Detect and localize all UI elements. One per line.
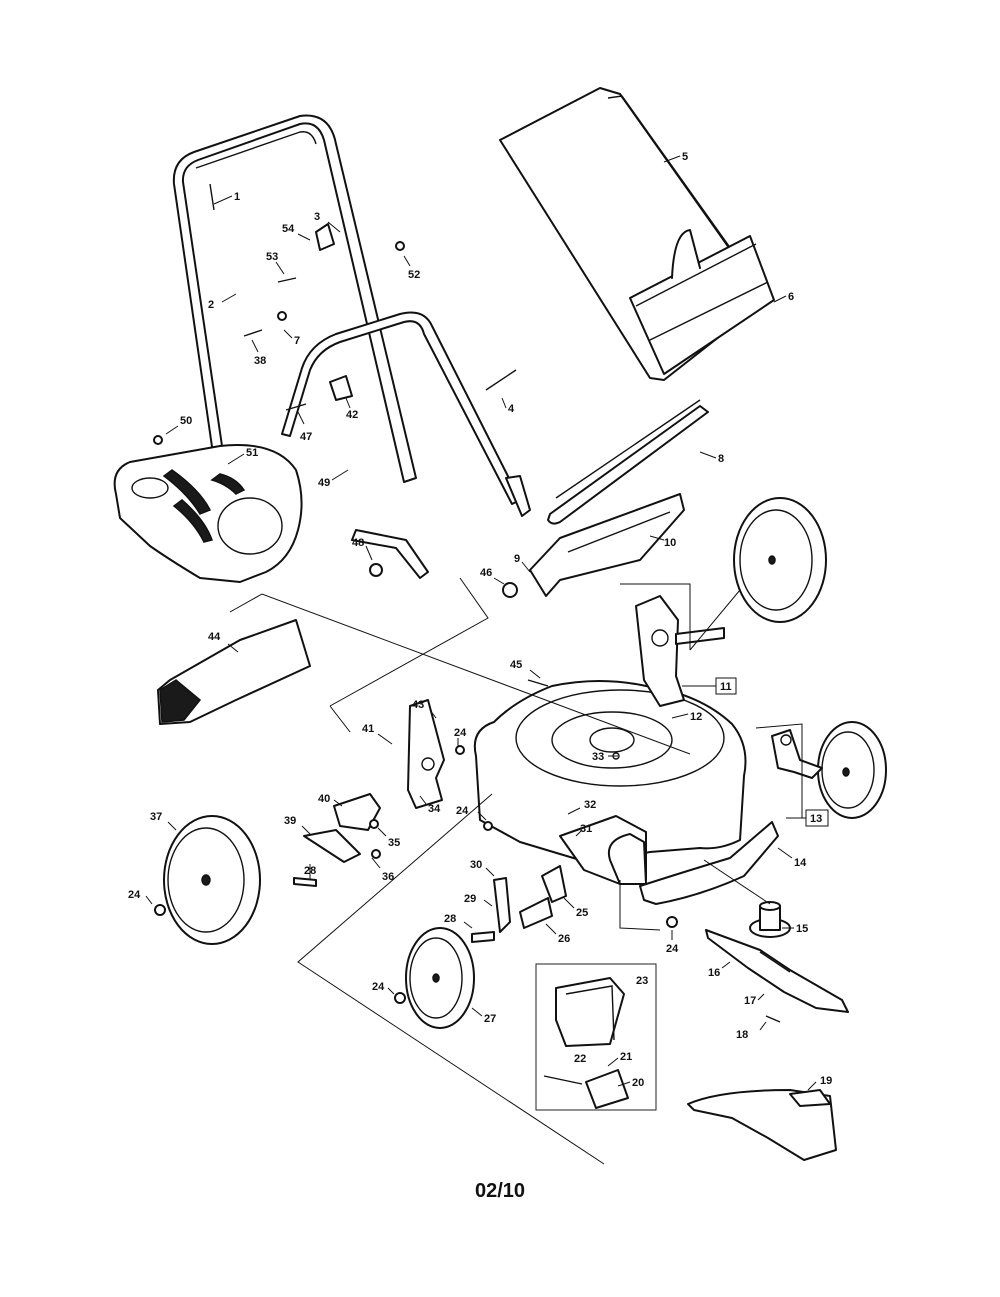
callout-15: 15 <box>796 923 808 935</box>
callout-45: 45 <box>510 659 522 671</box>
height-adjuster-right <box>771 729 823 779</box>
grass-catcher-bag <box>499 87 775 381</box>
callout-46: 46 <box>480 567 492 579</box>
callout-50: 50 <box>180 415 192 427</box>
engine-shroud <box>113 444 303 583</box>
callout-49: 49 <box>318 477 330 489</box>
callout-47: 47 <box>300 431 312 443</box>
callout-4: 4 <box>508 403 515 415</box>
callout-31: 31 <box>580 823 592 835</box>
blade-adapter <box>749 901 791 938</box>
upper-handle <box>172 114 417 503</box>
callout-53: 53 <box>266 251 278 263</box>
diagram-code: 02/10 <box>474 1180 526 1202</box>
callout-33: 33 <box>592 751 604 763</box>
rear-skirt <box>639 821 779 905</box>
height-adjuster-left <box>407 699 445 809</box>
callout-32: 32 <box>584 799 596 811</box>
callout-19: 19 <box>820 1075 832 1087</box>
callout-28-b: 28 <box>444 913 456 925</box>
callout-26: 26 <box>558 933 570 945</box>
wheel-rear-right-lower <box>817 721 887 819</box>
callout-37: 37 <box>150 811 162 823</box>
callout-39: 39 <box>284 815 296 827</box>
callout-52: 52 <box>408 269 420 281</box>
callout-12: 12 <box>690 711 702 723</box>
rear-pivot-31 <box>608 833 647 885</box>
wheel-front-right <box>405 927 475 1029</box>
hardware-fasteners <box>153 223 781 1023</box>
mower-blade <box>705 929 849 1013</box>
callout-30: 30 <box>470 859 482 871</box>
callout-10: 10 <box>664 537 676 549</box>
callout-1: 1 <box>234 191 240 203</box>
callout-38: 38 <box>254 355 266 367</box>
callout-14: 14 <box>794 857 807 869</box>
callout-17: 17 <box>744 995 756 1007</box>
side-discharge-deflector <box>157 619 311 725</box>
callout-11-box <box>715 677 737 695</box>
assembly-lines <box>229 577 803 1165</box>
axle-plate-26 <box>519 897 553 929</box>
callout-24-c: 24 <box>128 889 141 901</box>
callout-20: 20 <box>632 1077 644 1089</box>
callout-29: 29 <box>464 893 476 905</box>
callout-24-b: 24 <box>456 805 469 817</box>
callout-13: 13 <box>810 813 822 825</box>
callout-11: 11 <box>720 681 732 693</box>
callout-48: 48 <box>352 537 364 549</box>
callout-24-d: 24 <box>372 981 385 993</box>
callout-16: 16 <box>708 967 720 979</box>
callout-5: 5 <box>682 151 688 163</box>
callout-40: 40 <box>318 793 330 805</box>
rear-discharge-door <box>529 493 685 597</box>
wheel-rear-right-upper <box>733 497 827 623</box>
callout-36: 36 <box>382 871 394 883</box>
callout-23: 23 <box>636 975 648 987</box>
callout-51: 51 <box>246 447 258 459</box>
wheel-front-left <box>163 815 261 945</box>
callout-9: 9 <box>514 553 520 565</box>
callout-43: 43 <box>412 699 424 711</box>
lower-handle <box>281 311 531 579</box>
callout-7: 7 <box>294 335 300 347</box>
mulching-baffle <box>687 1089 837 1161</box>
callout-24-e: 24 <box>666 943 679 955</box>
callout-42: 42 <box>346 409 358 421</box>
callout-34: 34 <box>428 803 441 815</box>
callout-44: 44 <box>208 631 221 643</box>
callout-24-a: 24 <box>454 727 467 739</box>
adjust-lever-30 <box>493 877 511 933</box>
callout-2: 2 <box>208 299 214 311</box>
callout-28-a: 28 <box>304 865 316 877</box>
hinge-rod <box>547 399 709 525</box>
callout-6: 6 <box>788 291 794 303</box>
axle-bracket-39 <box>303 829 361 863</box>
callout-13-box <box>805 809 829 827</box>
callout-21: 21 <box>620 1051 632 1063</box>
callout-35: 35 <box>388 837 400 849</box>
callout-22: 22 <box>574 1053 586 1065</box>
height-adjuster-rear <box>635 595 725 707</box>
bracket-25 <box>541 865 567 903</box>
callout-labels: 1 2 3 4 5 6 7 8 9 10 11 12 13 14 15 16 1… <box>128 151 832 1091</box>
callout-27: 27 <box>484 1013 496 1025</box>
callout-25: 25 <box>576 907 588 919</box>
callout-8: 8 <box>718 453 724 465</box>
callout-41: 41 <box>362 723 374 735</box>
mulch-kit-inset <box>535 963 657 1111</box>
callout-54: 54 <box>282 223 295 235</box>
callout-3: 3 <box>314 211 320 223</box>
callout-18: 18 <box>736 1029 748 1041</box>
